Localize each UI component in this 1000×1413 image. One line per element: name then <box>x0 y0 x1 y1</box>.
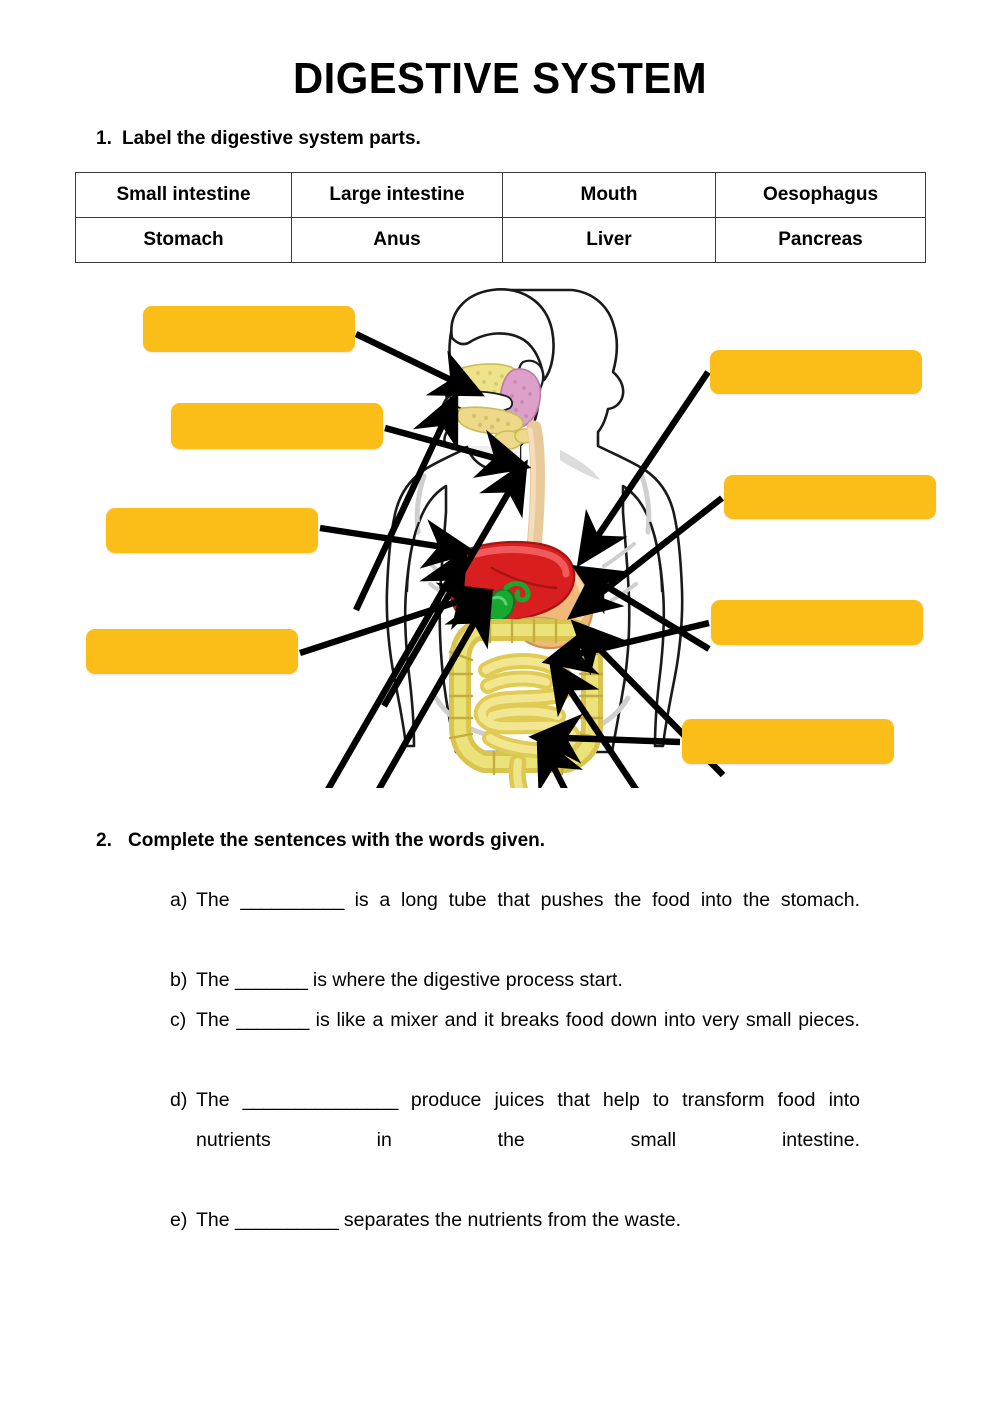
word-bank-cell-small-intestine[interactable]: Small intestine <box>75 172 292 218</box>
label-box-5[interactable] <box>710 350 922 394</box>
word-bank-cell-large-intestine[interactable]: Large intestine <box>291 172 503 218</box>
anus-organ <box>508 753 528 788</box>
label-box-8[interactable] <box>682 719 894 764</box>
sentence-e: e) The __________ separates the nutrient… <box>170 1200 860 1240</box>
sentence-c-body: The _______ is like a mixer and it break… <box>196 1000 860 1080</box>
sentence-b-body: The _______ is where the digestive proce… <box>196 960 860 1000</box>
sentence-a-after: is a long tube that pushes the food into… <box>354 889 861 911</box>
exercise-2-number: 2. <box>96 830 112 851</box>
page-title: DIGESTIVE SYSTEM <box>292 54 708 103</box>
sentence-a-blank[interactable]: __________ <box>240 889 344 911</box>
exercise-1-number: 1. <box>96 128 112 149</box>
sentence-c-after: is like a mixer and it breaks food down … <box>315 1009 860 1031</box>
sentence-e-marker: e) <box>170 1209 188 1231</box>
sentence-e-blank[interactable]: __________ <box>235 1209 339 1231</box>
sentence-b-marker: b) <box>170 969 188 991</box>
word-bank-cell-oesophagus[interactable]: Oesophagus <box>715 172 926 218</box>
sentence-a: a) The __________ is a long tube that pu… <box>170 880 860 960</box>
sentence-a-body: The __________ is a long tube that pushe… <box>196 880 860 960</box>
sentence-a-marker: a) <box>170 889 188 911</box>
sentence-c-before: The <box>196 1009 230 1031</box>
table-row: Stomach Anus Liver Pancreas <box>75 217 926 263</box>
sentence-d: d) The _______________ produce juices th… <box>170 1080 860 1200</box>
arrow-to-anus <box>536 733 584 788</box>
sentence-d-body: The _______________ produce juices that … <box>196 1080 860 1200</box>
sentence-e-after: separates the nutrients from the waste. <box>343 1209 681 1231</box>
exercise-2-instruction: Complete the sentences with the words gi… <box>128 830 546 851</box>
word-bank-cell-pancreas[interactable]: Pancreas <box>715 217 926 263</box>
sentence-d-after: produce juices that help to transform fo… <box>196 1089 861 1151</box>
sentence-d-before: The <box>196 1089 230 1111</box>
sentence-e-before: The <box>196 1209 230 1231</box>
label-box-1[interactable] <box>143 306 355 352</box>
arrow-to-small-intestine <box>548 658 640 788</box>
exercise-2-sentences: a) The __________ is a long tube that pu… <box>170 880 860 1240</box>
table-row: Small intestine Large intestine Mouth Oe… <box>75 172 926 218</box>
word-bank-cell-anus[interactable]: Anus <box>291 217 503 263</box>
sentence-a-before: The <box>196 889 230 911</box>
word-bank-table: Small intestine Large intestine Mouth Oe… <box>75 172 926 263</box>
exercise-1-instruction: Label the digestive system parts. <box>122 128 421 149</box>
sentence-c-blank[interactable]: _______ <box>236 1009 309 1031</box>
sentence-d-marker: d) <box>170 1089 188 1111</box>
label-box-4[interactable] <box>86 629 298 674</box>
sentence-d-blank[interactable]: _______________ <box>242 1089 399 1111</box>
sentence-b-blank[interactable]: _______ <box>235 969 308 991</box>
word-bank-cell-liver[interactable]: Liver <box>502 217 716 263</box>
exercise-1-heading: 1. Label the digestive system parts. <box>96 128 421 150</box>
sentence-b-after: is where the digestive process start. <box>312 969 623 991</box>
sentence-b-before: The <box>196 969 230 991</box>
label-box-2[interactable] <box>171 403 383 449</box>
label-box-3[interactable] <box>106 508 318 553</box>
label-box-6[interactable] <box>724 475 936 519</box>
sentence-e-body: The __________ separates the nutrients f… <box>196 1200 860 1240</box>
exercise-2-heading: 2. Complete the sentences with the words … <box>96 830 545 852</box>
sentence-b: b) The _______ is where the digestive pr… <box>170 960 860 1000</box>
sentence-c-marker: c) <box>170 1009 187 1031</box>
word-bank-cell-mouth[interactable]: Mouth <box>502 172 716 218</box>
sentence-c: c) The _______ is like a mixer and it br… <box>170 1000 860 1080</box>
word-bank-cell-stomach[interactable]: Stomach <box>75 217 292 263</box>
label-box-7[interactable] <box>711 600 923 645</box>
